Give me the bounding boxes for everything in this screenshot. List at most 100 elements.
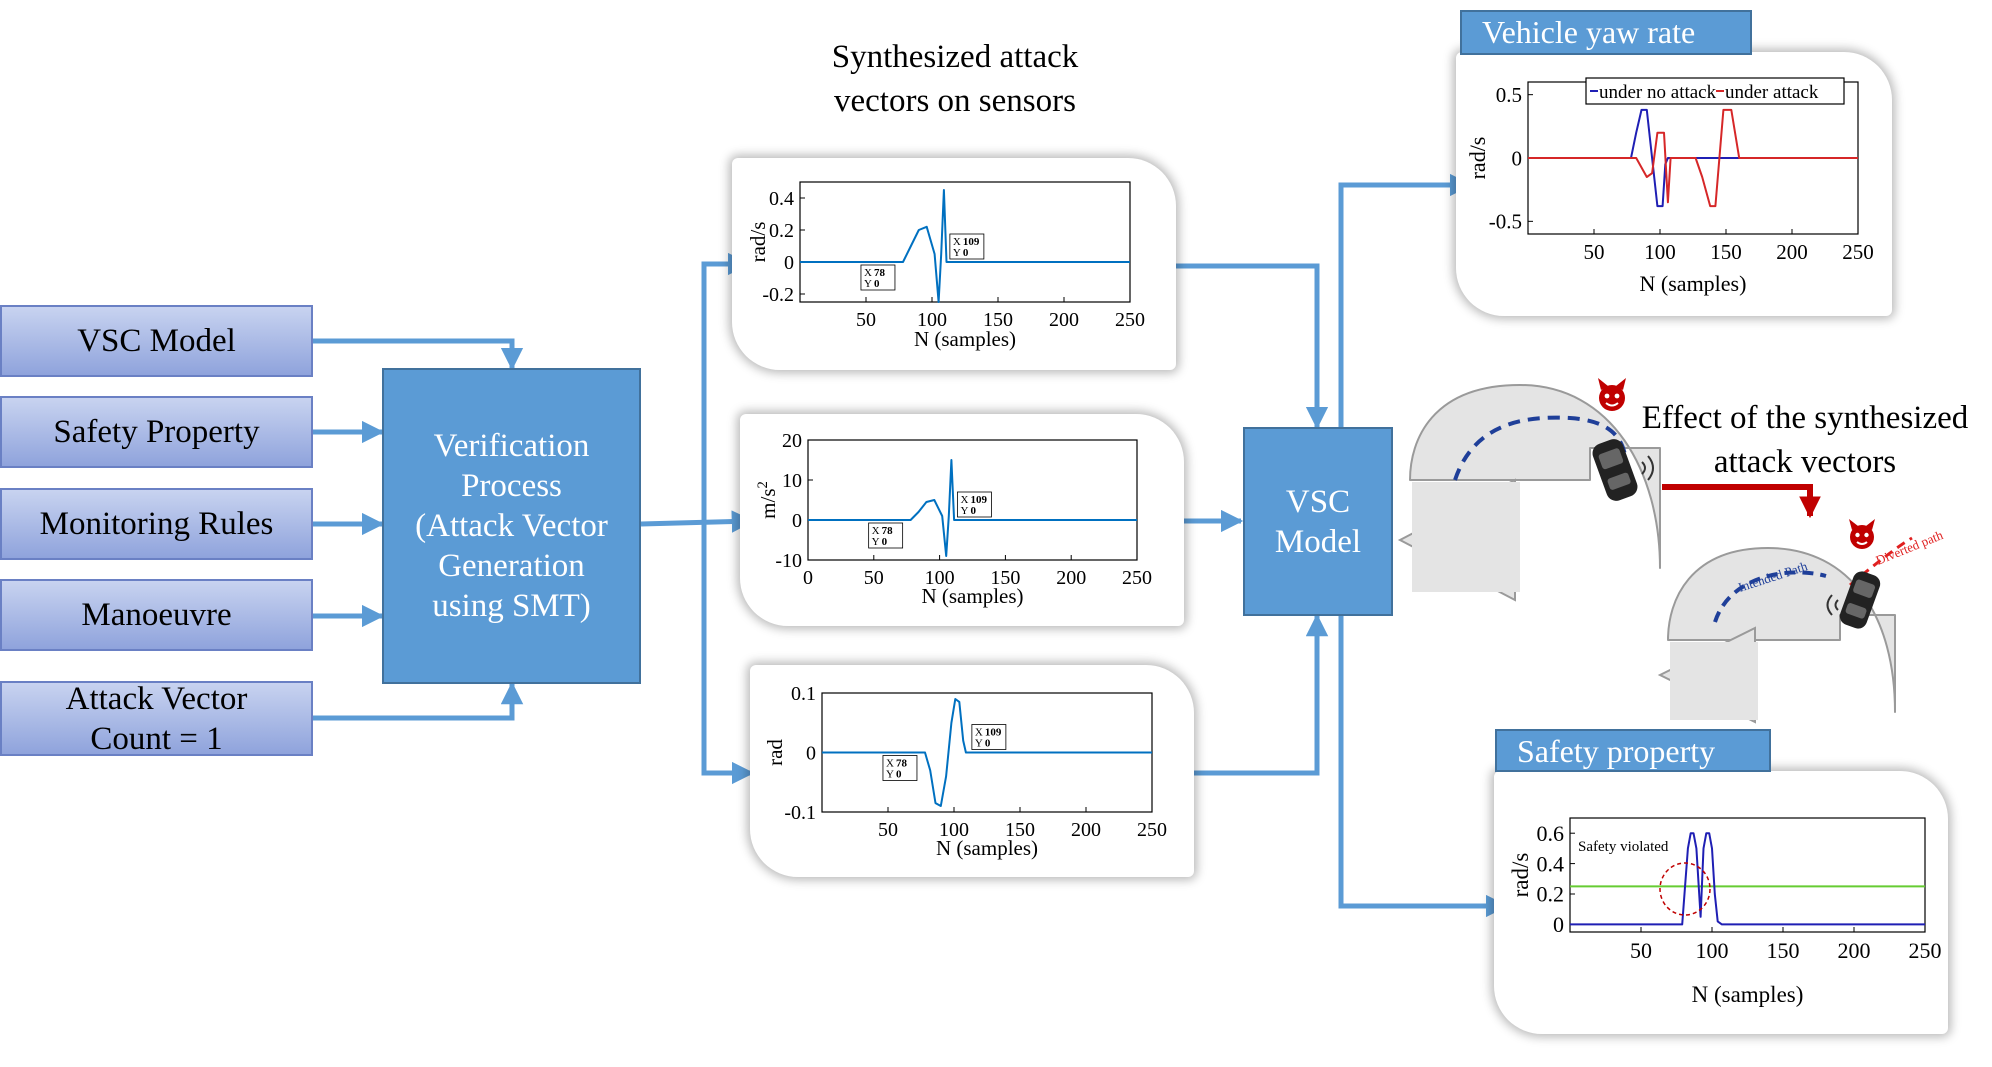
datatip-x-value: 109 [985,727,1002,739]
series-line-2 [1570,832,1925,926]
arrow-vsc-model-input [313,338,524,371]
x-tick-label: 100 [939,819,969,841]
datatip-box [882,755,918,781]
y-tick-label: 0.2 [1537,882,1565,907]
vehicle-yaw-rate-tag: Vehicle yaw rate [1460,10,1752,55]
x-tick-label: 50 [856,309,876,331]
verification-line-1: Verification [433,428,590,464]
datatip-y-value: 0 [963,247,969,259]
effect-heading-line-1: Effect of the synthesized [1641,400,1969,436]
effect-heading-line-2: attack vectors [1713,444,1897,480]
x-tick-label: 250 [1842,240,1874,264]
axes-box [799,181,1131,303]
y-tick-label: 0.6 [1537,821,1565,846]
verification-line-3: (Attack Vector [415,508,608,544]
x-axis-label: N (samples) [936,836,1038,860]
vsc-model-line-2: Model [1274,523,1362,560]
x-tick-label: 150 [990,567,1020,589]
x-tick-label: 250 [1122,567,1152,589]
red-effect-arrow [1662,484,1821,519]
verification-process-box: Verification Process (Attack Vector Gene… [382,368,641,684]
datatip-y-label: Y [886,769,894,781]
datatip-x-value: 78 [874,267,886,279]
x-tick-label: 200 [1056,567,1086,589]
datatip-y-label: Y [864,278,872,290]
x-axis-label: N (samples) [1692,982,1804,1007]
datatip-box [949,233,985,260]
legend-entry-1: under no attack [1599,82,1717,103]
attack-vector-count-line-1: Attack Vector [65,680,248,717]
car-normal [1592,439,1638,501]
y-axis-label: rad/s [1508,853,1533,898]
y-tick-label: 0 [1553,912,1564,937]
intended-path-dashes-normal [1453,415,1627,481]
arrow-vsc-to-safety-plot [1338,616,1509,918]
datatip-box [971,724,1007,750]
verification-line-2: Process [461,468,562,504]
x-tick-label: 150 [1767,938,1800,963]
diverted-path-dashes [1849,536,1913,587]
x-tick-label: 250 [1115,309,1145,331]
x-tick-label: 250 [1137,819,1167,841]
series-line-1 [800,189,1130,303]
vsc-model-input-label: VSC Model [77,323,236,359]
datatip-box [957,491,992,518]
x-tick-label: 100 [917,309,947,331]
sensor-vectors-heading: Synthesized attack vectors on sensors [760,35,1150,123]
y-axis-label: m/s2 [755,481,780,519]
datatip-x-value: 109 [970,494,987,506]
road-scene-normal [1397,378,1661,602]
y-tick-label: 0 [784,252,794,274]
legend-box [1585,77,1845,105]
sensor-heading-line-1: Synthesized attack [831,39,1079,75]
series-line-1 [822,698,1152,807]
x-tick-label: 50 [878,819,898,841]
effect-heading: Effect of the synthesized attack vectors [1630,396,1980,484]
x-tick-label: 200 [1776,240,1808,264]
x-axis-label: N (samples) [914,327,1016,351]
safety-property-tag-label: Safety property [1517,733,1716,769]
arrow-attack-count-input [313,681,524,721]
annotation-label: Safety violated [1578,839,1669,855]
y-tick-label: 0.2 [769,220,794,242]
x-axis-label: N (samples) [921,584,1023,608]
series-line-2 [1528,108,1858,208]
y-tick-label: -10 [775,550,802,572]
arrow-sensor-1-to-vsc [1163,263,1329,430]
y-tick-label: 20 [782,430,802,452]
y-axis-label-exponent: 2 [755,481,771,488]
x-axis-label: N (samples) [1640,271,1747,296]
x-tick-label: 100 [1644,240,1676,264]
verification-line-5: using SMT) [432,588,591,624]
wifi-icon-attacked [1826,594,1839,616]
datatip-x-label: X [960,494,968,506]
arrow-sensor-3-to-vsc [1181,613,1329,776]
datatip-x-value: 109 [963,236,980,248]
datatip-box [860,264,896,291]
arrow-verification-to-sensor-3 [701,522,755,785]
y-axis-label: rad [763,739,787,766]
arrow-verification-to-sensor-2 [640,510,755,533]
datatip-y-value: 0 [985,738,991,750]
datatip-x-value: 78 [896,758,908,770]
datatip-x-label: X [975,727,983,739]
datatip-y-value: 0 [882,536,888,548]
datatip-y-value: 0 [970,505,976,517]
x-tick-label: 150 [1710,240,1742,264]
safety-property-input-box: Safety Property [0,396,313,468]
attack-vector-count-line-2: Count = 1 [90,720,223,757]
attack-vector-count-input-box: Attack Vector Count = 1 [0,680,313,757]
x-tick-label: 50 [1630,938,1652,963]
x-tick-label: 150 [983,309,1013,331]
x-tick-label: 100 [1696,938,1729,963]
sensor-plot-panel-1 [732,158,1176,370]
y-tick-label: 0.5 [1496,83,1522,107]
wifi-icon [1641,455,1654,481]
